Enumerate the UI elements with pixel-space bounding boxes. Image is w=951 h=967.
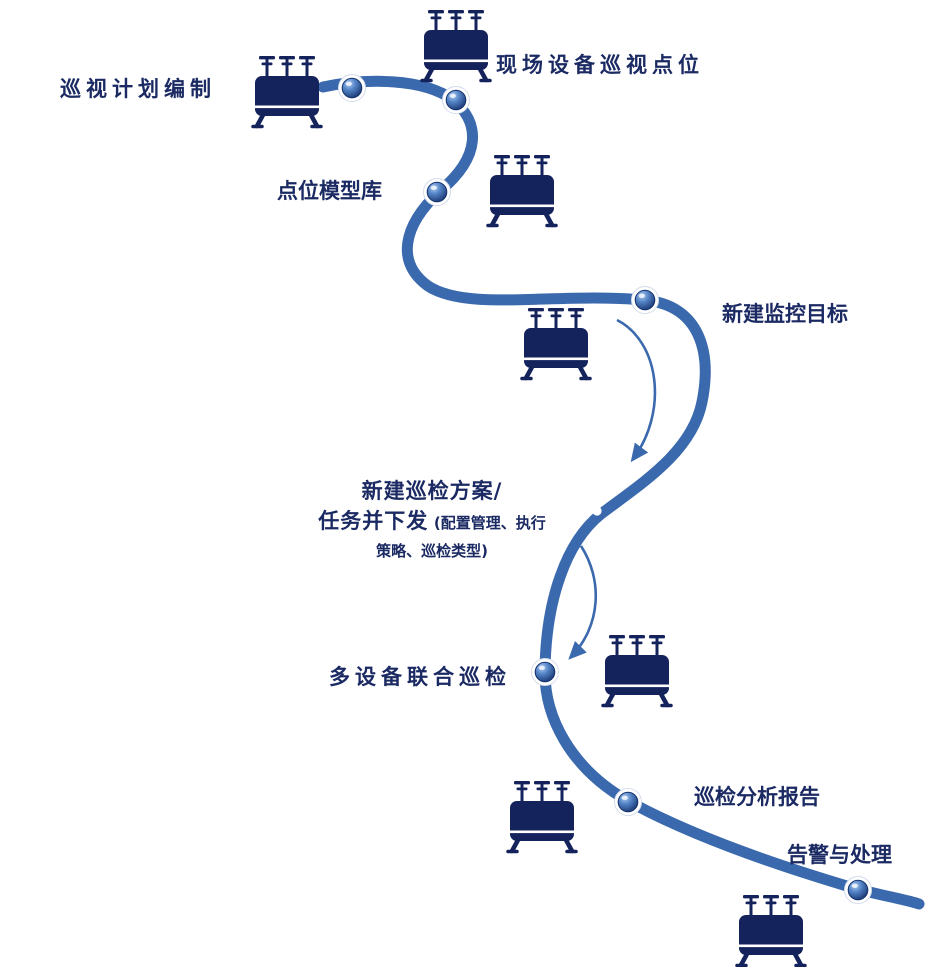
label-alarm-handle: 告警与处理 xyxy=(787,843,892,867)
label-new-plan-line2-main: 任务并下发 xyxy=(318,509,429,533)
node-sphere xyxy=(423,178,451,206)
transformer-icon xyxy=(737,895,805,966)
label-new-plan-block: 新建巡检方案/ 任务并下发 (配置管理、执行 策略、巡检类型) xyxy=(298,477,566,565)
transformer-icon xyxy=(253,56,321,127)
curved-arrow-icon xyxy=(568,545,598,660)
label-new-plan-line3-note: 策略、巡检类型) xyxy=(376,542,488,560)
transformer-icon xyxy=(603,635,671,706)
node-sphere xyxy=(631,286,659,314)
node-sphere xyxy=(442,86,470,114)
node-sphere xyxy=(614,788,642,816)
label-multi-device: 多设备联合巡检 xyxy=(329,665,511,689)
node-sphere xyxy=(844,876,872,904)
label-new-monitor-target: 新建监控目标 xyxy=(722,302,848,326)
label-point-model-lib: 点位模型库 xyxy=(277,179,382,203)
label-plan-compile: 巡视计划编制 xyxy=(60,77,216,101)
node-sphere xyxy=(338,74,366,102)
label-analysis-report: 巡检分析报告 xyxy=(694,785,820,809)
path-dot xyxy=(592,506,602,516)
label-site-points: 现场设备巡视点位 xyxy=(496,53,704,77)
transformer-icon xyxy=(488,155,556,226)
transformer-icon xyxy=(422,10,490,81)
node-sphere xyxy=(531,658,559,686)
label-new-plan-line2-note: (配置管理、执行 xyxy=(433,514,546,532)
transformer-icon xyxy=(522,308,590,379)
label-new-plan-line1: 新建巡检方案/ xyxy=(361,479,503,503)
transformer-icon xyxy=(508,781,576,852)
curved-arrow-icon xyxy=(616,318,657,463)
flow-path xyxy=(317,75,925,910)
